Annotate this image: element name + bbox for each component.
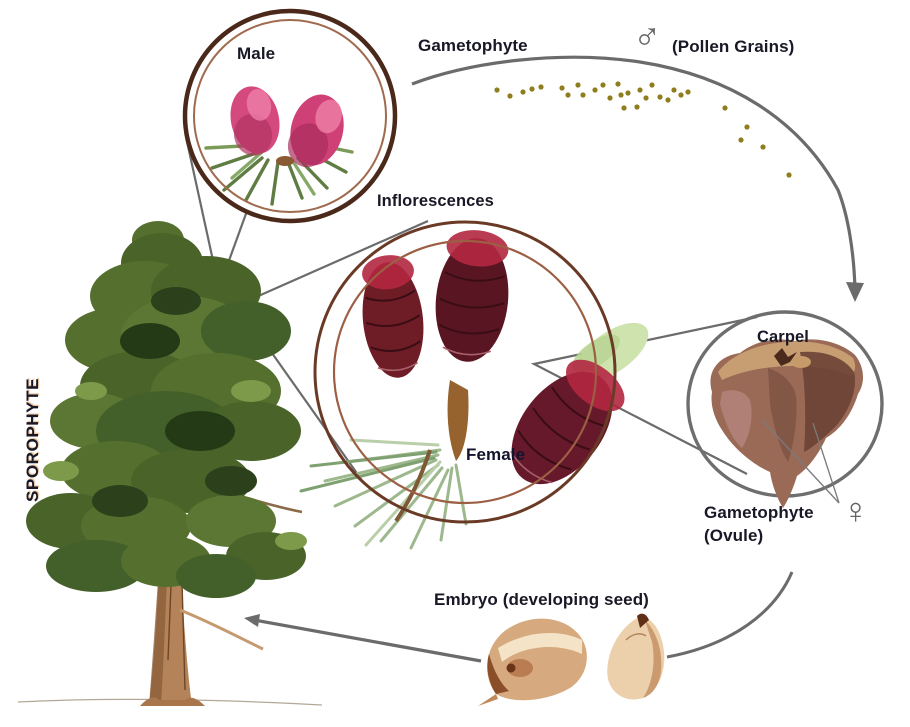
pollen-grains-label: (Pollen Grains) [672, 37, 795, 56]
trunk-base [140, 697, 205, 706]
pollen-dot [625, 90, 631, 96]
pollen-dot [580, 92, 586, 98]
male-cone-left [230, 86, 280, 156]
male-cones-illustration [204, 86, 354, 206]
seed-arrow-line [253, 618, 482, 663]
female-cone-left [362, 255, 424, 378]
female-cone-middle [435, 230, 509, 362]
female-cone-needles [299, 438, 468, 550]
pollen-dot [621, 105, 627, 111]
pollen-dot [760, 144, 766, 150]
pollen-dot [637, 87, 643, 93]
pollen-dot [520, 89, 526, 95]
pine-tree-illustration [17, 221, 323, 706]
female-cone-bract [447, 380, 469, 461]
pollen-dot [643, 95, 649, 101]
sporophyte-label: SPOROPHYTE [23, 377, 43, 503]
gametophyte-ovule-label-line1: Gametophyte [704, 503, 814, 522]
male-symbol-icon: ♂ [633, 15, 662, 57]
male-label: Male [237, 44, 276, 63]
pollen-dot [665, 97, 671, 103]
male-circle-inner-ring [193, 19, 387, 213]
female-label: Female [466, 445, 526, 464]
pollen-dot [671, 87, 677, 93]
pollen-dot [592, 87, 598, 93]
pollen-dot [649, 82, 655, 88]
carpel-left-patch [720, 390, 752, 448]
pollen-dot [538, 84, 544, 90]
pollen-dot [685, 89, 691, 95]
carpel-top-notch [774, 348, 797, 366]
male-cone-right [287, 94, 344, 168]
pollen-dot [575, 82, 581, 88]
pollen-dot [615, 81, 621, 87]
pollen-dot [600, 82, 606, 88]
male-cone-bract [276, 156, 294, 166]
pollen-dot [786, 172, 792, 178]
pollen-dot [722, 105, 728, 111]
female-cone-stem [394, 449, 432, 523]
female-cones-illustration [299, 230, 649, 550]
pollen-arrow-curve [411, 55, 857, 291]
carpel-light-spot [791, 356, 811, 368]
pollen-grains-dots [494, 81, 792, 178]
seed-right [607, 613, 665, 700]
pollen-dot [738, 137, 744, 143]
gametophyte-ovule-label-line2: (Ovule) [704, 526, 764, 545]
carpel-label: Carpel [757, 328, 809, 346]
magnifier-circles [182, 8, 884, 524]
embryo-label: Embryo (developing seed) [434, 590, 649, 609]
tree-crown [26, 221, 307, 598]
pollen-dot [529, 86, 535, 92]
pollen-dot [618, 92, 624, 98]
pollen-dot [657, 94, 663, 100]
male-circle-outer-ring [182, 8, 398, 224]
carpel-to-seed-curve [666, 571, 794, 659]
seed-arrow-head-icon [244, 614, 260, 627]
carpel-illustration [710, 339, 864, 508]
carpel-circle-callout-line [530, 315, 758, 475]
pollen-dot [634, 104, 640, 110]
pollen-dot [744, 124, 750, 130]
pollen-dot [559, 85, 565, 91]
inflorescences-label: Inflorescences [377, 192, 494, 210]
pollen-dot [494, 87, 500, 93]
pollen-dispersal-arrow [411, 55, 864, 302]
carpel-mid-shade [768, 368, 797, 462]
female-symbol-icon: ♀ [842, 490, 869, 531]
pollen-arrow-head-icon [846, 282, 864, 302]
seed-to-tree-arrow [244, 614, 482, 663]
pollen-dot [565, 92, 571, 98]
pollen-dot [607, 95, 613, 101]
female-circle-outer-ring [313, 220, 617, 524]
female-circle-inner-ring [332, 239, 598, 505]
ovule-pointer-lines [761, 419, 840, 504]
seed-left [478, 618, 587, 706]
pollen-dot [507, 93, 513, 99]
pollen-dot [678, 92, 684, 98]
seed-illustration [478, 613, 665, 706]
gametophyte-pollen-label: Gametophyte [418, 36, 528, 55]
